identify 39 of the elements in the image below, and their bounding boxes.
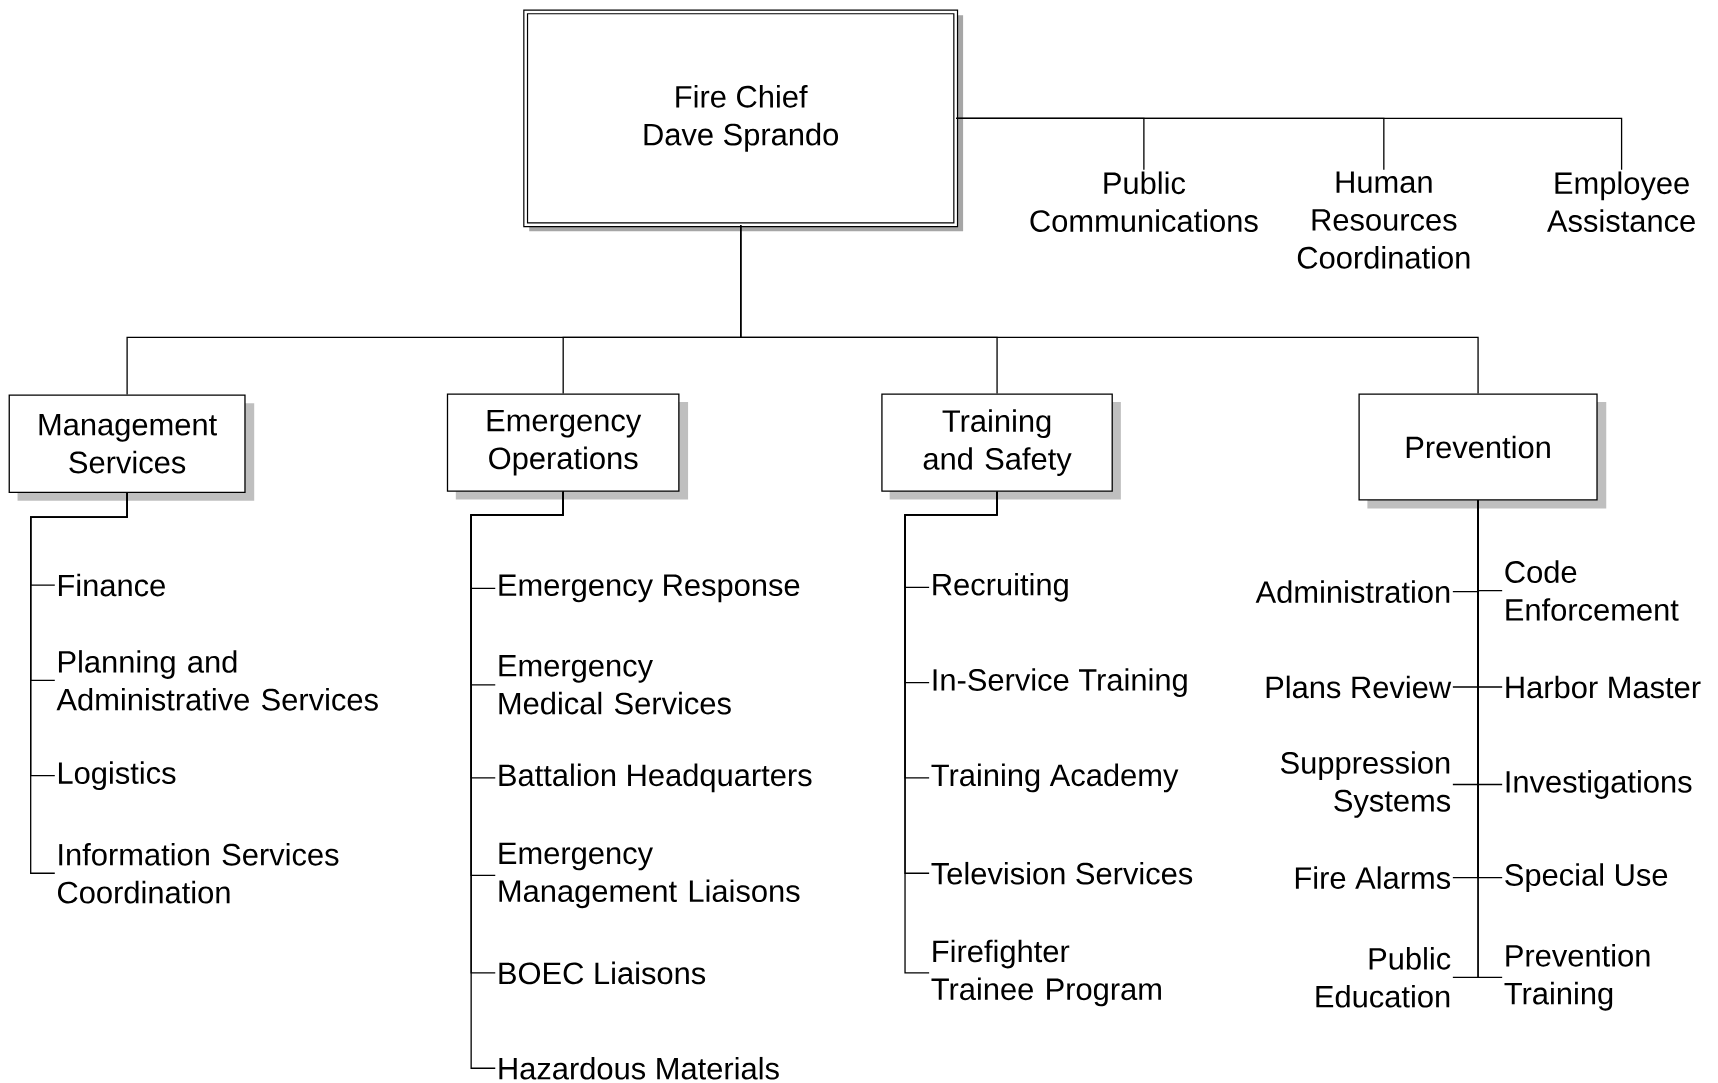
unit-label: Public Communications (1030, 171, 1258, 233)
department-box: Emergency Operations (446, 393, 689, 500)
unit-label: In-Service Training (933, 668, 1187, 698)
unit-label: Special Use (1505, 863, 1668, 893)
unit-label: Emergency Management Liaisons (499, 842, 800, 909)
unit-label: Prevention Training (1504, 944, 1650, 1011)
unit-label: Plans Review (1266, 675, 1452, 699)
department-box: Training and Safety (881, 393, 1121, 500)
unit-label: Human Resources Coordination (1297, 171, 1470, 269)
connector-line (470, 491, 564, 1070)
unit-label: Code Enforcement (1505, 560, 1679, 622)
unit-label: Emergency Response (499, 574, 800, 603)
unit-label: Harbor Master (1506, 675, 1701, 699)
unit-label: Planning and Administrative Services (56, 650, 378, 711)
unit-label: BOEC Liaisons (499, 961, 706, 985)
unit-label: Administration (1255, 580, 1450, 604)
unit-label: Battalion Headquarters (499, 763, 812, 793)
department-box: Prevention (1358, 393, 1607, 509)
unit-label: Emergency Medical Services (499, 655, 731, 715)
unit-label: Employee Assistance (1547, 171, 1695, 233)
unit-label: Television Services (931, 862, 1193, 885)
unit-label: Fire Alarms (1295, 866, 1451, 890)
connector-line (955, 117, 1623, 171)
unit-label: Investigations (1506, 770, 1692, 800)
unit-label: Public Education (1316, 947, 1451, 1008)
connector-line (904, 491, 998, 974)
unit-label: Suppression Systems (1280, 751, 1451, 819)
unit-label: Firefighter Trainee Program (931, 939, 1161, 1007)
unit-label: Logistics (59, 761, 176, 791)
connector-line (30, 492, 128, 875)
unit-label: Finance (59, 574, 165, 597)
title-box: Fire Chief Dave Sprando (523, 9, 964, 232)
department-box: Management Services (8, 394, 255, 501)
unit-label: Hazardous Materials (499, 1057, 779, 1080)
unit-label: Recruiting (933, 573, 1068, 602)
unit-label: Training Academy (931, 763, 1179, 793)
connector-line (740, 224, 1479, 395)
connector-line (1477, 500, 1503, 979)
unit-label: Information Services Coordination (58, 843, 339, 904)
